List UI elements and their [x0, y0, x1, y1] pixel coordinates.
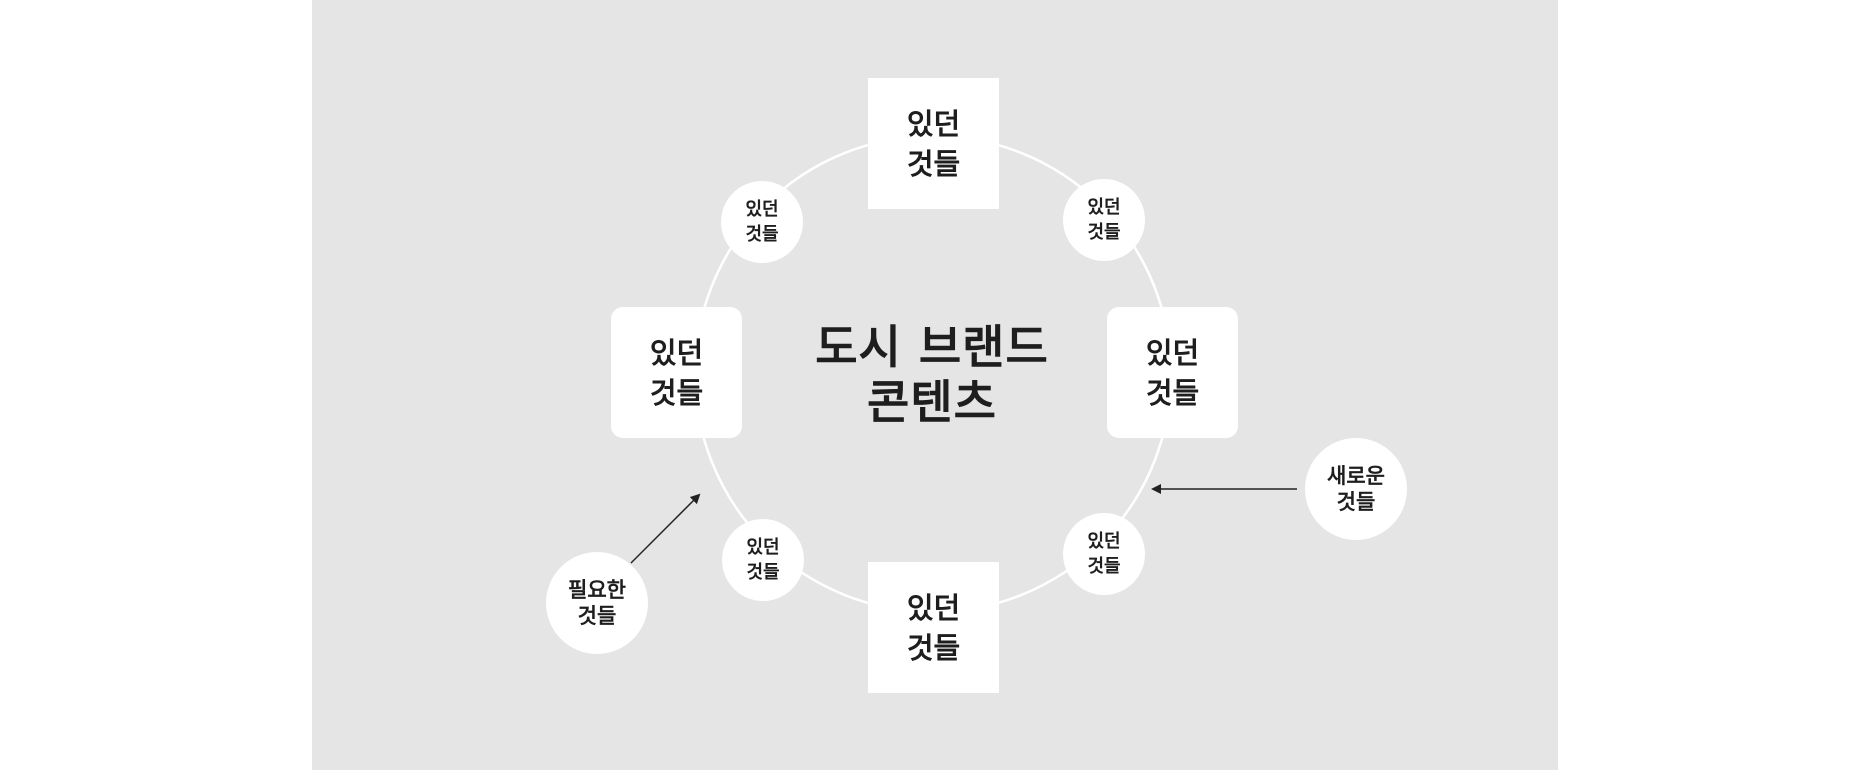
- node-label-line2: 것들: [906, 146, 961, 181]
- input-label-line2: 것들: [577, 604, 617, 628]
- cycle-node-top-left: 있던 것들: [721, 181, 803, 263]
- cycle-node-right: 있던 것들: [1107, 307, 1238, 438]
- node-label-line1: 있던: [1087, 531, 1121, 552]
- node-label-line1: 있던: [1087, 197, 1121, 218]
- node-label-line1: 있던: [745, 199, 779, 220]
- node-label-line2: 것들: [906, 630, 961, 665]
- input-node-new: 새로운 것들: [1305, 438, 1407, 540]
- cycle-node-bottom-left: 있던 것들: [722, 519, 804, 601]
- cycle-node-top: 있던 것들: [868, 78, 999, 209]
- center-title-line2: 콘텐츠: [867, 375, 997, 429]
- node-label-line2: 것들: [1087, 222, 1121, 243]
- input-label-line1: 새로운: [1327, 464, 1385, 488]
- node-label-line2: 것들: [1087, 556, 1121, 577]
- cycle-node-bottom: 있던 것들: [868, 562, 999, 693]
- cycle-node-left: 있던 것들: [611, 307, 742, 438]
- node-label-line2: 것들: [746, 562, 780, 583]
- input-label-line2: 것들: [1336, 490, 1376, 514]
- node-label-line1: 있던: [649, 335, 704, 370]
- center-title: 도시 브랜드 콘텐츠: [782, 320, 1082, 430]
- node-label-line1: 있던: [746, 537, 780, 558]
- input-node-needed: 필요한 것들: [546, 552, 648, 654]
- cycle-node-bottom-right: 있던 것들: [1063, 513, 1145, 595]
- needed-arrow: [630, 493, 701, 564]
- node-label-line1: 있던: [906, 106, 961, 141]
- cycle-node-top-right: 있던 것들: [1063, 179, 1145, 261]
- node-label-line2: 것들: [745, 224, 779, 245]
- input-label-line1: 필요한: [568, 578, 626, 602]
- center-title-line1: 도시 브랜드: [815, 320, 1049, 374]
- node-label-line1: 있던: [1145, 335, 1200, 370]
- node-label-line2: 것들: [1145, 375, 1200, 410]
- node-label-line2: 것들: [649, 375, 704, 410]
- node-label-line1: 있던: [906, 590, 961, 625]
